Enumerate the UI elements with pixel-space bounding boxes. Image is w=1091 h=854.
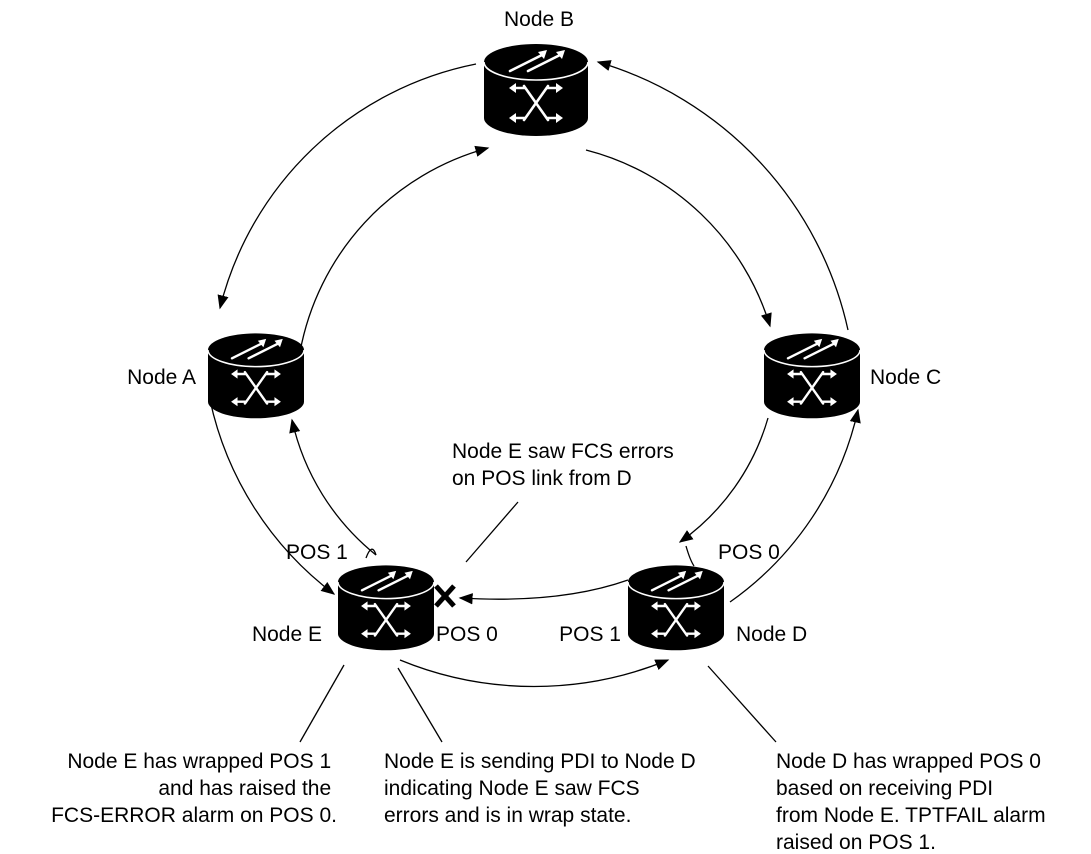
link-a-to-e-outer xyxy=(209,399,336,595)
link-c-to-d-inner xyxy=(678,417,769,543)
link-d-to-c-outer xyxy=(729,408,861,603)
link-b-to-c-inner xyxy=(585,149,772,328)
router-icon xyxy=(628,564,724,652)
callout-node-e-wrapped: Node E has wrapped POS 1 and has raised … xyxy=(51,750,337,827)
fcs-note: Node E saw FCS errors on POS link from D xyxy=(452,440,680,490)
callout-node-e-pdi: Node E is sending PDI to Node D indicati… xyxy=(384,750,702,827)
wrap-stub-d xyxy=(685,545,695,567)
link-e-to-d-outer xyxy=(399,659,670,688)
port-d-pos1: POS 1 xyxy=(559,623,621,646)
node-c-label: Node C xyxy=(870,366,941,389)
callout-node-d-wrapped: Node D has wrapped POS 0 based on receiv… xyxy=(776,750,1051,854)
port-e-pos1: POS 1 xyxy=(286,541,348,564)
node-e-label: Node E xyxy=(252,623,322,646)
node-b-label: Node B xyxy=(504,8,574,31)
link-b-to-a-outer xyxy=(217,63,477,310)
link-e-to-a-inner xyxy=(289,418,377,556)
port-d-pos0: POS 0 xyxy=(718,541,780,564)
leader-node-e-pdi xyxy=(397,667,443,743)
router-icon xyxy=(764,332,860,420)
router-icon xyxy=(484,42,588,138)
link-d-to-e-inner xyxy=(458,579,629,605)
port-e-pos0: POS 0 xyxy=(436,623,498,646)
router-icon xyxy=(338,564,434,652)
router-icon xyxy=(208,332,304,420)
leader-node-d-wrapped xyxy=(707,665,777,743)
node-a-label: Node A xyxy=(127,366,196,389)
link-a-to-b-inner xyxy=(299,145,490,353)
node-d-label: Node D xyxy=(736,623,807,646)
link-c-to-b-outer xyxy=(596,60,849,331)
leader-node-e-wrapped xyxy=(299,664,345,743)
x-mark-icon xyxy=(434,584,456,608)
fcs-note-leader xyxy=(465,501,519,563)
wrap-stub-e xyxy=(365,548,377,559)
